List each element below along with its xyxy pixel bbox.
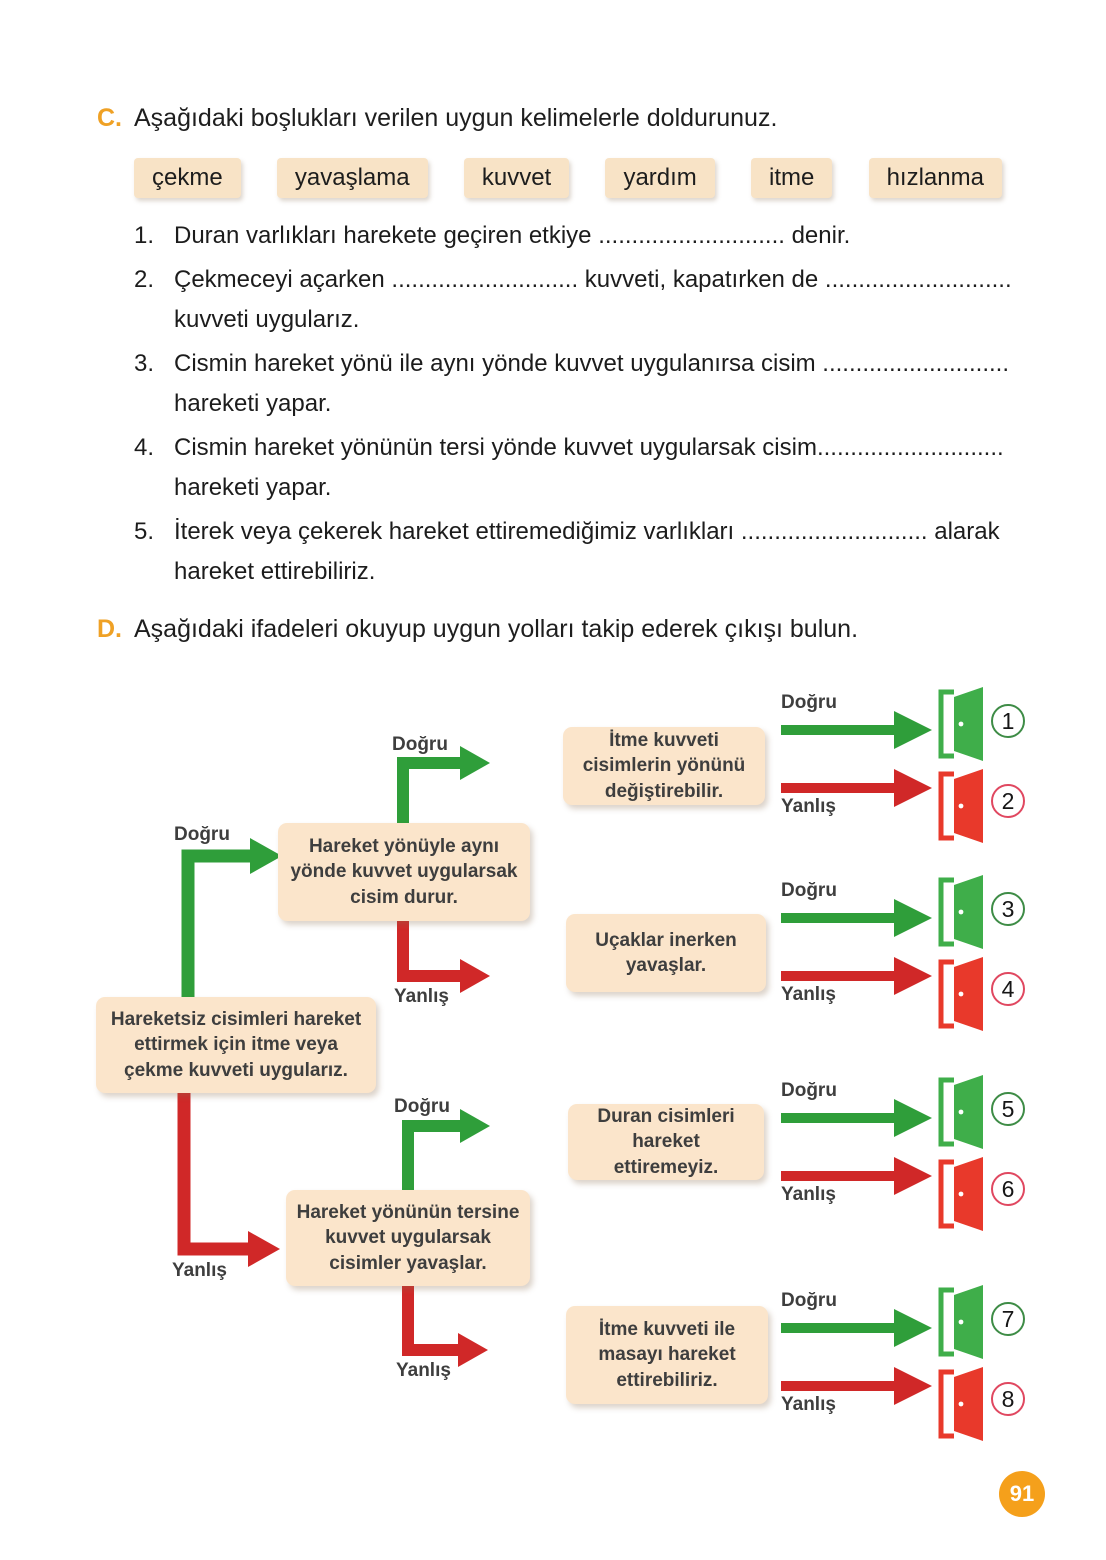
dogru-label: Doğru [781, 880, 837, 901]
green-door-icon [936, 1282, 986, 1360]
section-c-header: C. Aşağıdaki boşlukları verilen uygun kel… [97, 104, 777, 133]
word-chip-itme: itme [751, 158, 833, 198]
yanlis-label: Yanlış [394, 986, 449, 1007]
exit-number-4: 4 [991, 972, 1025, 1006]
section-d-label: D. [97, 615, 122, 643]
item-text: Çekmeceyi açarken ......................… [174, 266, 1012, 333]
section-d-header: D. Aşağıdaki ifadeleri okuyup uygun yolla… [97, 615, 858, 644]
dogru-label: Doğru [781, 692, 837, 713]
root-box: Hareketsiz cisimleri hareket ettirmek iç… [96, 997, 376, 1093]
statement-box-2: Uçaklar inerken yavaşlar. [566, 914, 766, 992]
statement-box-4: İtme kuvveti ile masayı hareket ettirebi… [566, 1306, 768, 1404]
item-number: 3. [134, 350, 155, 377]
exit-number-2: 2 [991, 784, 1025, 818]
list-item: 2. Çekmeceyi açarken ...................… [134, 260, 1034, 340]
list-item: 4. Cismin hareket yönünün tersi yönde ku… [134, 428, 1034, 508]
item-number: 2. [134, 266, 155, 293]
item-text: Cismin hareket yönünün tersi yönde kuvve… [174, 434, 1004, 501]
red-door-icon [936, 954, 986, 1032]
item-number: 5. [134, 518, 155, 545]
section-c-label: C. [97, 104, 122, 132]
yanlis-label: Yanlış [781, 1184, 836, 1205]
dogru-label: Doğru [781, 1290, 837, 1311]
yanlis-label: Yanlış [396, 1360, 451, 1381]
exit-number-5: 5 [991, 1092, 1025, 1126]
green-door-icon [936, 1072, 986, 1150]
word-chip-kuvvet: kuvvet [463, 158, 570, 198]
item-text: Cismin hareket yönü ile aynı yönde kuvve… [174, 350, 1010, 417]
list-item: 1. Duran varlıkları harekete geçiren etk… [134, 216, 1034, 256]
dogru-label: Doğru [392, 734, 448, 755]
section-d-title: Aşağıdaki ifadeleri okuyup uygun yolları… [134, 615, 859, 643]
item-text: İterek veya çekerek hareket ettiremediği… [174, 518, 1000, 585]
green-door-icon [936, 872, 986, 950]
dogru-label: Doğru [174, 824, 230, 845]
green-door-icon [936, 684, 986, 762]
word-bank: çekme yavaşlama kuvvet yardım itme hızla… [134, 158, 1002, 198]
list-item: 3. Cismin hareket yönü ile aynı yönde ku… [134, 344, 1034, 424]
yanlis-label: Yanlış [781, 984, 836, 1005]
section-c-title: Aşağıdaki boşlukları verilen uygun kelim… [134, 104, 778, 132]
list-item: 5. İterek veya çekerek hareket ettiremed… [134, 512, 1034, 592]
exit-number-8: 8 [991, 1382, 1025, 1416]
exit-number-6: 6 [991, 1172, 1025, 1206]
exit-number-1: 1 [991, 704, 1025, 738]
statement-box-1: İtme kuvveti cisimlerin yönünü değiştire… [563, 727, 765, 805]
word-chip-hizlanma: hızlanma [868, 158, 1002, 198]
red-door-icon [936, 1364, 986, 1442]
dogru-label: Doğru [394, 1096, 450, 1117]
fill-in-list: 1. Duran varlıkları harekete geçiren etk… [134, 216, 1034, 596]
red-door-icon [936, 766, 986, 844]
yanlis-label: Yanlış [781, 796, 836, 817]
branch-true-box: Hareket yönüyle aynı yönde kuvvet uygula… [278, 823, 530, 921]
branch-false-box: Hareket yönünün tersine kuvvet uygularsa… [286, 1190, 530, 1286]
word-chip-yardim: yardım [605, 158, 715, 198]
word-chip-yavaslama: yavaşlama [276, 158, 428, 198]
page-number-badge: 91 [999, 1471, 1045, 1517]
yanlis-label: Yanlış [781, 1394, 836, 1415]
statement-box-3: Duran cisimleri hareket ettiremeyiz. [568, 1104, 764, 1180]
item-text: Duran varlıkları harekete geçiren etkiye… [174, 222, 851, 249]
yanlis-label: Yanlış [172, 1260, 227, 1281]
item-number: 1. [134, 222, 155, 249]
red-door-icon [936, 1154, 986, 1232]
exit-number-3: 3 [991, 892, 1025, 926]
exit-number-7: 7 [991, 1302, 1025, 1336]
item-number: 4. [134, 434, 155, 461]
dogru-label: Doğru [781, 1080, 837, 1101]
word-chip-cekme: çekme [134, 158, 241, 198]
